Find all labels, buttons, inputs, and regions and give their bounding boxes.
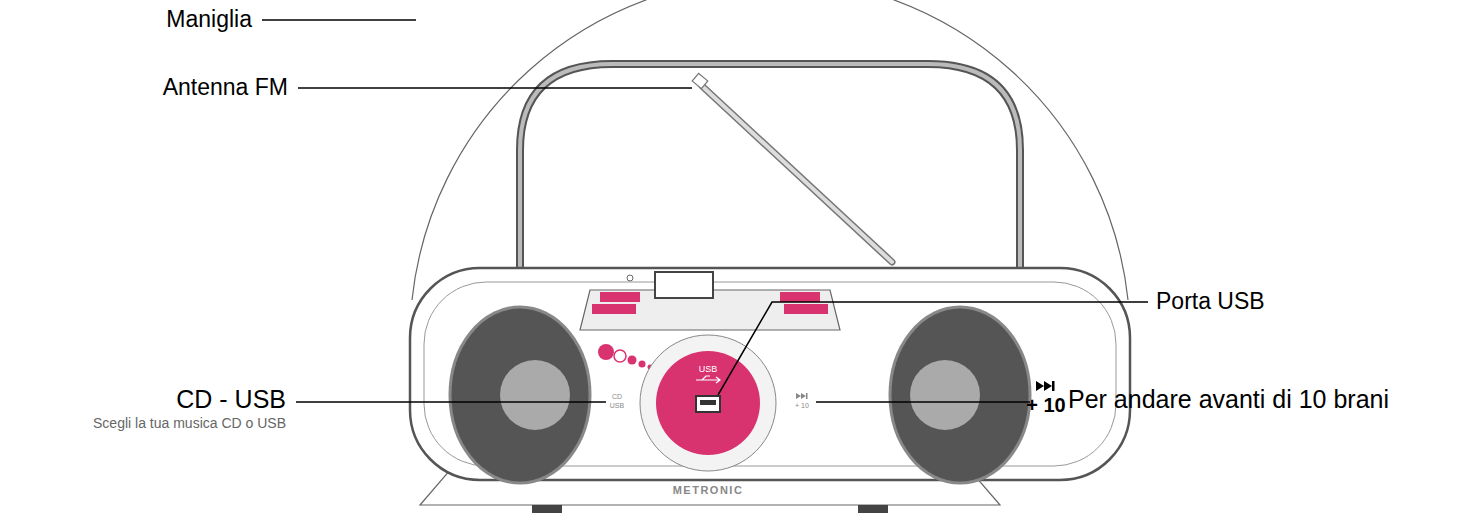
deco-dot xyxy=(614,350,626,362)
handle-band-inner xyxy=(520,64,1020,292)
brand-name: METRONIC xyxy=(673,484,744,496)
deco-dot xyxy=(639,361,646,368)
skip-icon-small xyxy=(796,393,806,399)
device-print: + 10 xyxy=(795,402,809,410)
antenna-tip xyxy=(692,73,708,88)
usb-button xyxy=(656,351,760,455)
leader-line xyxy=(718,302,1148,395)
control-button xyxy=(784,304,828,314)
part-description: Per andare avanti di 10 brani xyxy=(1068,386,1389,414)
speaker-left xyxy=(450,307,590,483)
part-name: Antenna FM xyxy=(163,75,288,100)
button-ring xyxy=(640,335,776,471)
device-print: USB xyxy=(699,365,718,375)
control-button xyxy=(592,304,636,314)
skip-icon xyxy=(1036,381,1052,391)
leader-line xyxy=(296,401,606,403)
foot xyxy=(532,505,562,513)
handle-outline xyxy=(412,0,1128,300)
device-print: CD xyxy=(612,393,622,401)
part-note: Scegli la tua musica CD o USB xyxy=(93,416,286,431)
button-symbol: + 10 xyxy=(1026,394,1065,416)
display xyxy=(655,272,713,298)
handle-band xyxy=(520,64,1020,292)
control-button xyxy=(600,292,640,302)
deco-dot xyxy=(628,356,637,365)
part-name: CD - USB xyxy=(176,386,286,414)
control-button xyxy=(780,292,820,302)
usb-port-contact xyxy=(700,400,716,405)
part-name: Porta USB xyxy=(1156,289,1265,314)
antenna-rod xyxy=(702,86,892,262)
part-name: Maniglia xyxy=(166,7,252,32)
skip-icon xyxy=(1052,381,1055,391)
speaker-cone xyxy=(910,360,980,430)
indicator xyxy=(627,275,633,281)
leader-line xyxy=(262,19,416,21)
antenna-rod-inner xyxy=(702,86,892,262)
foot xyxy=(858,505,888,513)
speaker-right xyxy=(890,307,1030,483)
device-print: USB xyxy=(610,402,624,410)
leader-line xyxy=(298,87,692,89)
usb-icon xyxy=(696,376,720,383)
usb-port xyxy=(696,396,720,412)
skip-icon-small xyxy=(806,393,808,399)
deco-dot xyxy=(598,344,614,360)
leader-line xyxy=(816,401,1030,403)
speaker-cone xyxy=(500,360,570,430)
